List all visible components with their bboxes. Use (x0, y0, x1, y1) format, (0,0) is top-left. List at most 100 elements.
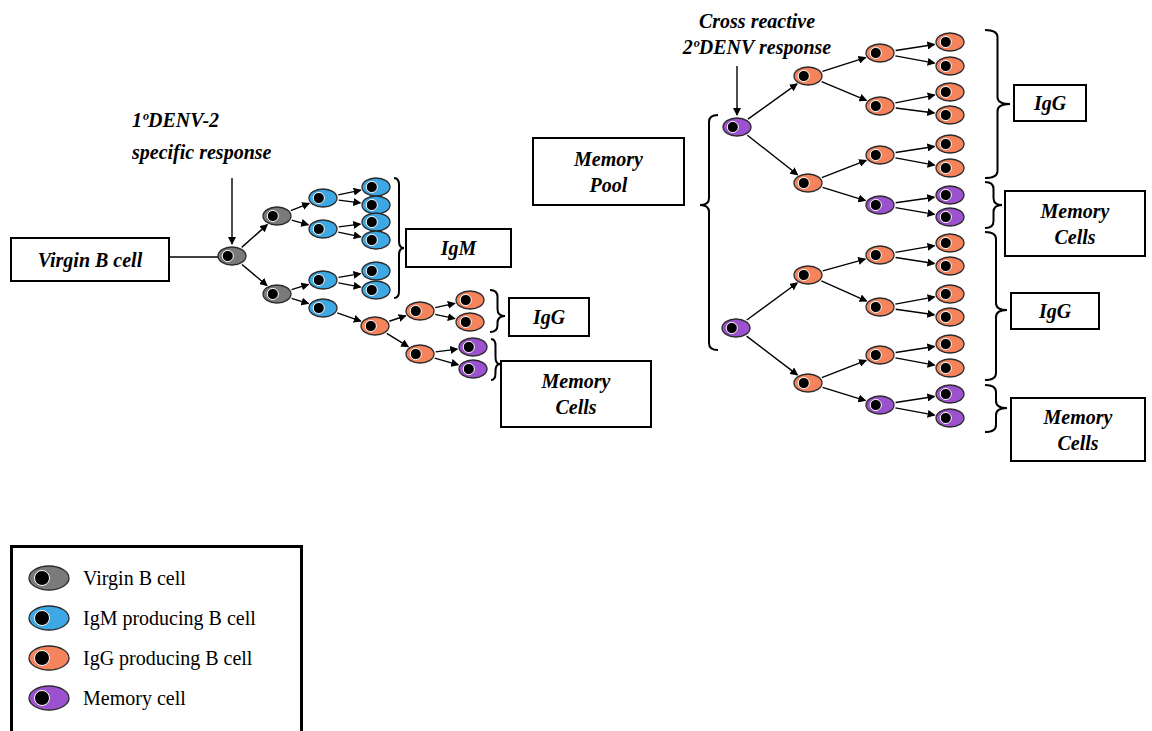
curly-bracket (491, 339, 500, 380)
division-arrow (823, 259, 865, 271)
division-arrow (896, 146, 935, 152)
cell-body (362, 262, 390, 280)
b-cell (456, 313, 484, 331)
cell-body (794, 174, 822, 192)
cell-nucleus (313, 223, 324, 234)
box-label: IgM (441, 235, 477, 261)
cell-body (309, 189, 337, 207)
cell-body (362, 281, 390, 299)
division-arrow (387, 333, 408, 346)
division-arrow (339, 274, 361, 278)
division-arrow (747, 283, 797, 320)
cell-body (936, 159, 964, 177)
box-label: Memory Cells (1041, 198, 1110, 250)
b-cell (29, 686, 69, 710)
b-cell (936, 359, 964, 377)
cell-body (263, 207, 291, 225)
b-cell (936, 308, 964, 326)
division-arrow (822, 160, 866, 177)
cell-nucleus (366, 234, 377, 245)
curly-bracket (490, 290, 505, 332)
process-box: IgG (508, 297, 590, 337)
cell-body (866, 298, 894, 316)
process-box: IgG (1010, 292, 1100, 330)
b-cell (263, 207, 291, 225)
b-cell (794, 374, 822, 392)
curly-bracket (985, 385, 1007, 432)
b-cell (936, 234, 964, 252)
division-arrow (747, 135, 797, 175)
cell-nucleus (313, 274, 324, 285)
cell-body (263, 285, 291, 303)
division-arrow (242, 264, 267, 285)
cell-body (722, 319, 750, 337)
division-arrow (895, 208, 934, 215)
cell-nucleus (940, 86, 951, 97)
cell-nucleus (870, 199, 881, 210)
legend-row: IgM producing B cell (27, 604, 256, 632)
b-cell (866, 97, 894, 115)
cell-body (866, 246, 894, 264)
cell-body (936, 57, 964, 75)
cell-body (936, 308, 964, 326)
cell-body (866, 196, 894, 214)
cell-body (456, 291, 484, 309)
b-cell (936, 159, 964, 177)
cell-body (218, 247, 246, 265)
process-box: Memory Cells (1010, 397, 1146, 462)
b-cell (794, 67, 822, 85)
cell-body (866, 97, 894, 115)
b-cell (406, 345, 434, 363)
division-arrow (821, 281, 866, 301)
division-arrow (338, 232, 360, 237)
division-arrow (231, 178, 232, 244)
b-cell (936, 106, 964, 124)
cell-body (362, 231, 390, 249)
b-cell (456, 291, 484, 309)
cell-nucleus (798, 70, 809, 81)
cell-nucleus (870, 301, 881, 312)
cell-body (936, 285, 964, 303)
b-cell (459, 360, 487, 378)
b-cell (29, 646, 69, 670)
cell-body (936, 257, 964, 275)
cell-body (723, 118, 751, 136)
legend-text: Virgin B cell (83, 567, 186, 590)
b-cell (936, 208, 964, 226)
box-label: IgG (1034, 90, 1066, 116)
division-arrow (895, 95, 934, 103)
b-cell (794, 266, 822, 284)
stimulus-label: Cross reactive 2ºDENV response (682, 8, 832, 60)
cell-nucleus (940, 211, 951, 222)
cell-nucleus (940, 162, 951, 173)
division-arrow (896, 396, 935, 402)
b-cell (866, 196, 894, 214)
legend-text: IgG producing B cell (83, 647, 252, 670)
legend-row: Memory cell (27, 684, 186, 712)
curly-bracket (985, 30, 1010, 178)
cell-nucleus (940, 260, 951, 271)
b-cell (866, 146, 894, 164)
division-arrow (895, 408, 934, 415)
cell-nucleus (798, 177, 809, 188)
cell-nucleus (410, 305, 421, 316)
cell-body (309, 299, 337, 317)
cell-body (866, 346, 894, 364)
curly-bracket (985, 182, 1002, 228)
cell-nucleus (366, 216, 377, 227)
division-arrow (339, 224, 361, 227)
cell-nucleus (940, 362, 951, 373)
cell-body (936, 234, 964, 252)
division-arrow (338, 283, 360, 287)
division-arrow (896, 44, 935, 50)
b-cell (309, 189, 337, 207)
cell-body (362, 213, 390, 231)
cell-body (936, 385, 964, 403)
division-arrow (895, 158, 934, 165)
cell-nucleus (940, 388, 951, 399)
legend-swatch (27, 644, 71, 672)
cell-nucleus (267, 288, 278, 299)
cell-nucleus (940, 109, 951, 120)
b-cell (866, 246, 894, 264)
legend-row: Virgin B cell (27, 564, 186, 592)
